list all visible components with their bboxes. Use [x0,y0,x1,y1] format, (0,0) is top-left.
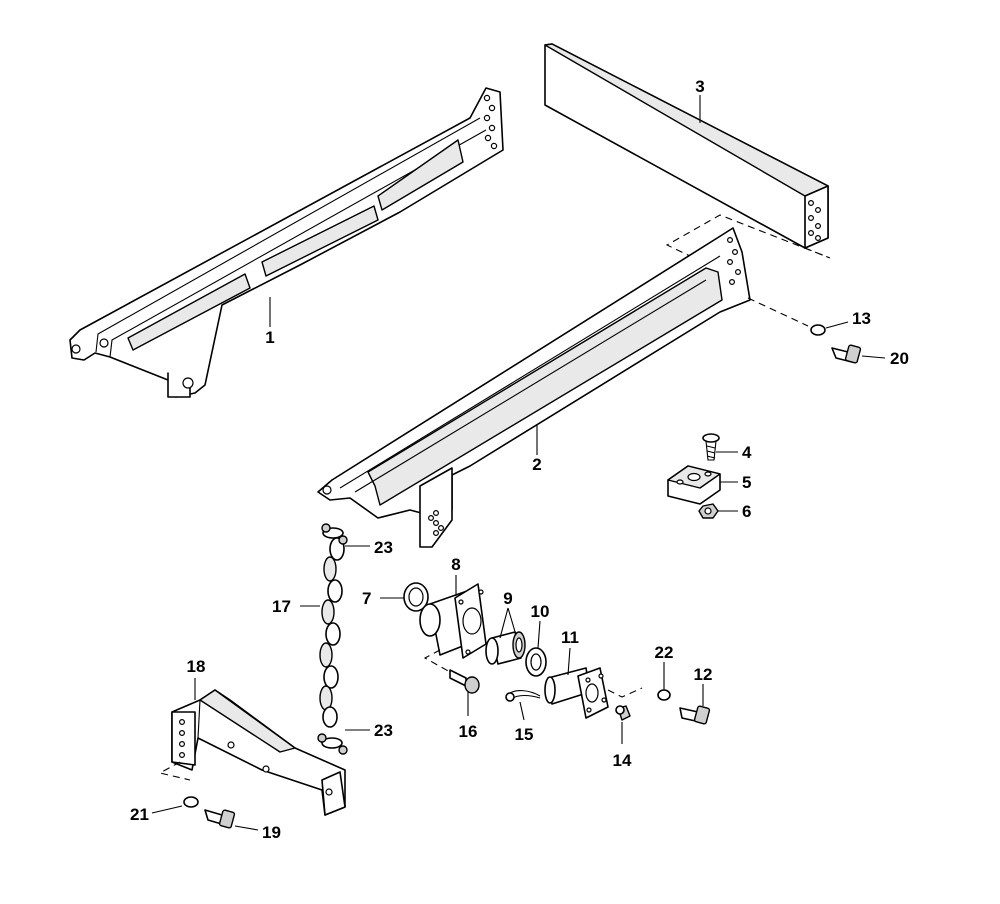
callout-5: 5 [742,473,751,492]
callout-labels: 1 2 3 13 20 4 5 6 23 17 23 7 8 9 10 11 1… [130,77,909,842]
callout-7: 7 [362,589,371,608]
callout-4: 4 [742,443,752,462]
callout-10: 10 [531,602,550,621]
part-7-seal-ring [403,582,429,612]
part-15-cotter-pin [505,690,541,702]
part-1-left-frame-rail [69,87,504,398]
part-20-hex-bolt [831,344,862,364]
callout-21: 21 [130,805,149,824]
callout-15: 15 [515,725,534,744]
callout-20: 20 [890,349,909,368]
callout-17: 17 [272,597,291,616]
part-12-hex-bolt [679,705,711,725]
callout-16: 16 [459,722,478,741]
part-6-nut [698,503,719,519]
part-19-hex-bolt [204,809,236,829]
callout-23-top: 23 [374,538,393,557]
callout-9: 9 [503,589,512,608]
part-14-grease-fitting [615,705,631,721]
part-18-bracket [158,689,346,816]
part-13-lock-washer [810,324,826,336]
callout-2: 2 [532,455,541,474]
callout-3: 3 [695,77,704,96]
leader-lines [151,95,886,831]
part-22-lock-washer [657,689,671,701]
callout-18: 18 [187,657,206,676]
part-23-shackle-top [321,523,348,545]
callout-8: 8 [451,555,460,574]
part-16-cap-screw [449,669,480,694]
callout-19: 19 [262,823,281,842]
part-17-chain [319,527,345,749]
callout-6: 6 [742,502,751,521]
callout-23-bottom: 23 [374,721,393,740]
part-21-lock-washer [183,796,199,808]
part-8-bearing-housing [419,583,487,673]
part-11-pivot-pin [544,667,643,719]
callout-12: 12 [694,665,713,684]
part-23-shackle-bottom [317,733,348,755]
callout-14: 14 [613,751,632,770]
part-5-plate [667,465,721,505]
part-3-beam-plate [544,43,831,259]
part-4-screw [702,433,720,461]
part-9-bushing [485,631,526,665]
callout-11: 11 [561,628,579,647]
part-2-right-frame-rail [317,227,809,548]
callout-1: 1 [265,328,274,347]
part-10-thrust-washer [525,647,547,677]
callout-13: 13 [852,309,871,328]
callout-22: 22 [655,643,674,662]
